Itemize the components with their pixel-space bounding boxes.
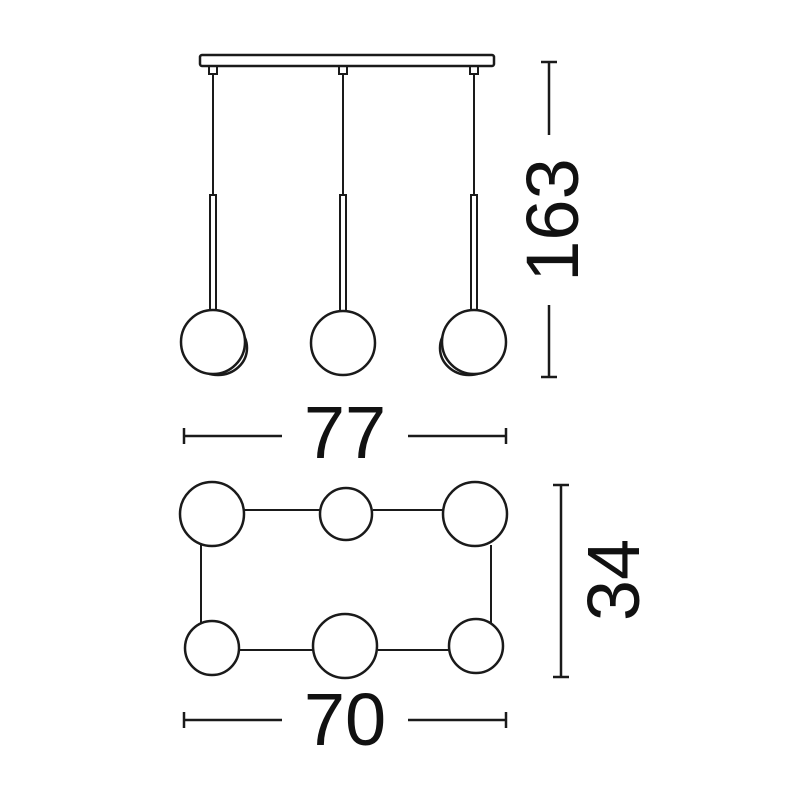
rod-center xyxy=(339,194,347,314)
top-globe-2 xyxy=(318,486,374,542)
top-globe-5 xyxy=(311,612,379,680)
top-width-dimension: 70 xyxy=(182,678,508,761)
globe-left xyxy=(179,308,247,376)
top-globe-3 xyxy=(441,480,509,548)
top-globe-4 xyxy=(183,619,241,677)
side-width-dimension: 77 xyxy=(182,391,508,474)
top-globe-1 xyxy=(178,480,246,548)
height-label: 163 xyxy=(511,158,594,281)
globe-right xyxy=(440,308,508,376)
rod-left xyxy=(209,194,217,314)
depth-dimension: 34 xyxy=(553,483,655,679)
rod-right xyxy=(470,194,478,314)
ceiling-canopy xyxy=(198,53,496,68)
top-view xyxy=(178,480,509,680)
side-width-label: 77 xyxy=(304,391,386,474)
height-dimension: 163 xyxy=(511,60,594,379)
top-width-label: 70 xyxy=(304,678,386,761)
depth-label: 34 xyxy=(572,539,655,621)
side-view xyxy=(179,53,508,377)
globe-center xyxy=(309,309,377,377)
top-globe-6 xyxy=(447,617,505,675)
